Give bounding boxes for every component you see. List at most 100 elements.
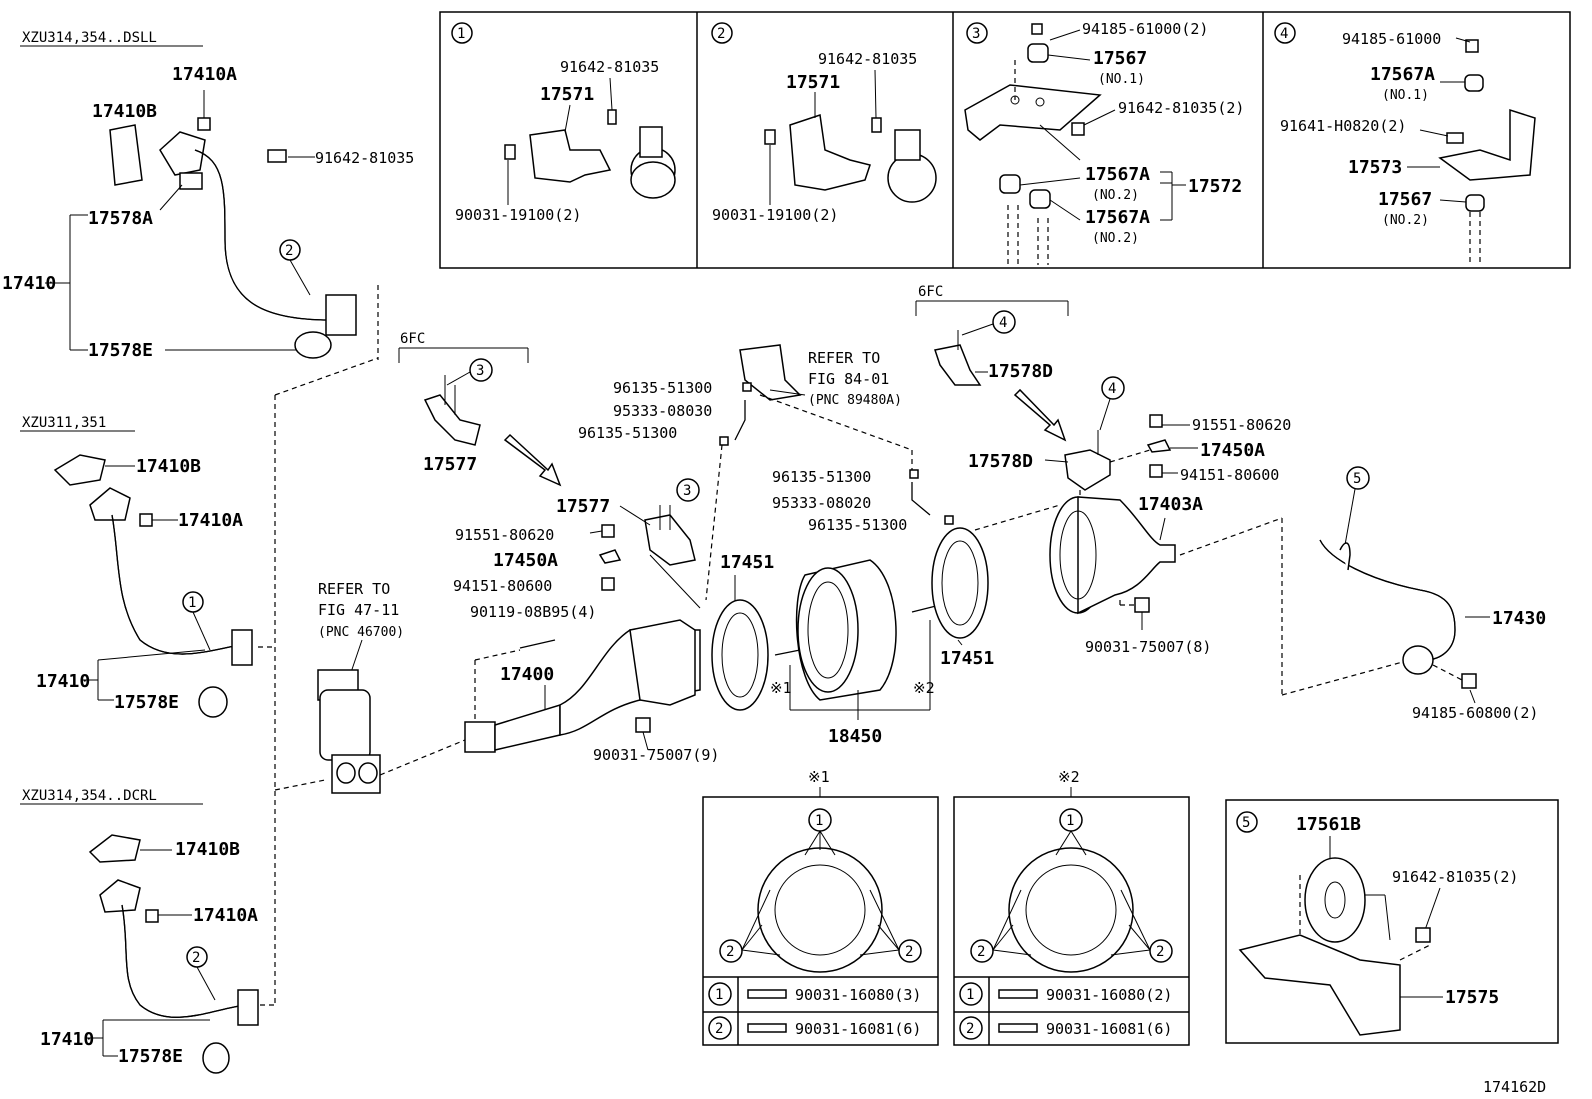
- callout-marker: ※1: [770, 679, 792, 697]
- center-assembly: 6FC 3 17577 17577 3 91551-80620 17450A 9…: [317, 284, 1546, 794]
- inset-number: 5: [1242, 815, 1250, 831]
- svg-text:4: 4: [999, 315, 1007, 331]
- reference-note: FIG 47-11: [318, 601, 399, 619]
- part-label: 91642-81035: [315, 149, 414, 167]
- part-label: 90119-08B95(4): [470, 603, 596, 621]
- callout-marker: ※1: [808, 768, 830, 786]
- part-label: 17410A: [172, 64, 237, 85]
- part-label: 17561B: [1296, 814, 1361, 835]
- gasket-bolt-row: 90031-16081(6): [1046, 1020, 1172, 1038]
- part-label: 94151-80600: [1180, 466, 1279, 484]
- svg-text:1: 1: [1066, 813, 1074, 829]
- svg-text:1: 1: [188, 595, 196, 611]
- svg-text:5: 5: [1353, 471, 1361, 487]
- part-label: 17578E: [118, 1046, 183, 1067]
- reference-note: (PNC 89480A): [808, 393, 902, 408]
- callout-marker: ※2: [1058, 768, 1080, 786]
- inset-2: 2 91642-81035 17571 90031-19100(2): [711, 22, 937, 224]
- gasket-bolt-row: 90031-16081(6): [795, 1020, 921, 1038]
- part-label: 96135-51300: [808, 516, 907, 534]
- part-label: 17572: [1188, 176, 1242, 197]
- reference-note: FIG 84-01: [808, 370, 889, 388]
- part-label: 17450A: [493, 550, 558, 571]
- part-label: 17450A: [1200, 440, 1265, 461]
- model-code: 6FC: [918, 284, 943, 300]
- inset-3: 3 94185-61000(2) 17567 (NO.1) 91642-8103…: [964, 20, 1244, 265]
- part-label: 17577: [423, 454, 477, 475]
- gasket-inset-2: ※2 1 2 2 1 90031-16080(2) 2 90031-16081(…: [953, 768, 1190, 1046]
- part-label: 17403A: [1138, 494, 1203, 515]
- part-label: 17567A: [1085, 207, 1150, 228]
- svg-text:1: 1: [815, 813, 823, 829]
- svg-text:2: 2: [977, 944, 985, 960]
- part-label: 17430: [1492, 608, 1546, 629]
- figure-id: 174162D: [1483, 1078, 1546, 1096]
- part-label: 96135-51300: [772, 468, 871, 486]
- part-label: 17400: [500, 664, 554, 685]
- svg-text:2: 2: [715, 1021, 723, 1037]
- part-label: 17410: [2, 273, 56, 294]
- part-label: 94185-61000(2): [1082, 20, 1208, 38]
- gasket-inset-1: ※1 1 2 2 1 90031-16080(3) 2 90031-16081(…: [702, 768, 939, 1046]
- part-label: 17410: [40, 1029, 94, 1050]
- inset-1: 1 91642-81035 17571 90031-19100(2): [451, 22, 676, 224]
- svg-text:2: 2: [1156, 944, 1164, 960]
- part-label: 91642-81035(2): [1392, 868, 1518, 886]
- part-label: (NO.1): [1098, 72, 1145, 87]
- part-label: (NO.2): [1092, 231, 1139, 246]
- gasket-bolt-row: 90031-16080(3): [795, 986, 921, 1004]
- svg-text:1: 1: [966, 987, 974, 1003]
- inset-number: 1: [457, 26, 465, 42]
- part-label: 17567A: [1370, 64, 1435, 85]
- part-label: 17578E: [88, 340, 153, 361]
- part-label: 17578D: [968, 451, 1033, 472]
- part-label: 90031-75007(8): [1085, 638, 1211, 656]
- inset-number: 4: [1280, 26, 1288, 42]
- part-label: 18450: [828, 726, 882, 747]
- part-label: 17451: [720, 552, 774, 573]
- part-label: 91642-81035: [818, 50, 917, 68]
- reference-note: REFER TO: [808, 349, 880, 367]
- part-label: 91642-81035: [560, 58, 659, 76]
- part-label: 17410A: [193, 905, 258, 926]
- model-code: 6FC: [400, 331, 425, 347]
- svg-text:2: 2: [966, 1021, 974, 1037]
- inset-number: 2: [717, 26, 725, 42]
- svg-text:4: 4: [1108, 381, 1116, 397]
- svg-text:2: 2: [192, 950, 200, 966]
- variant-heading: XZU314,354..DCRL: [22, 788, 157, 804]
- part-label: 90031-19100(2): [712, 206, 838, 224]
- part-label: 17578E: [114, 692, 179, 713]
- part-label: 17578A: [88, 208, 153, 229]
- part-label: 94185-61000: [1342, 30, 1441, 48]
- part-label: 96135-51300: [613, 379, 712, 397]
- part-label: 17410B: [136, 456, 201, 477]
- inset-number: 3: [972, 26, 980, 42]
- variant-heading: XZU311,351: [22, 415, 106, 431]
- part-label: 91551-80620: [455, 526, 554, 544]
- part-label: 17571: [786, 72, 840, 93]
- part-label: 17410: [36, 671, 90, 692]
- svg-text:2: 2: [905, 944, 913, 960]
- part-label: 90031-75007(9): [593, 746, 719, 764]
- part-label: 94185-60800(2): [1412, 704, 1538, 722]
- reference-note: REFER TO: [318, 580, 390, 598]
- part-label: (NO.2): [1092, 188, 1139, 203]
- inset-5: 5 17561B 91642-81035(2) 17575: [1225, 799, 1559, 1044]
- variant-dsll: XZU314,354..DSLL 17410A 17410B 91642-810…: [2, 30, 414, 361]
- part-label: (NO.1): [1382, 88, 1429, 103]
- reference-note: (PNC 46700): [318, 625, 404, 640]
- part-label: 17410B: [92, 101, 157, 122]
- part-label: 17571: [540, 84, 594, 105]
- part-label: 91641-H0820(2): [1280, 117, 1406, 135]
- inset-4: 4 94185-61000 17567A (NO.1) 91641-H0820(…: [1274, 22, 1536, 265]
- callout-marker: ※2: [913, 679, 935, 697]
- part-label: 17410A: [178, 510, 243, 531]
- variant-std: XZU311,351 17410B 17410A 17410 17578E 1: [20, 415, 253, 718]
- svg-text:3: 3: [683, 483, 691, 499]
- part-label: 17577: [556, 496, 610, 517]
- svg-text:2: 2: [285, 243, 293, 259]
- variant-dcrl: XZU314,354..DCRL 17410B 17410A 17410 175…: [20, 357, 379, 1074]
- part-label: 96135-51300: [578, 424, 677, 442]
